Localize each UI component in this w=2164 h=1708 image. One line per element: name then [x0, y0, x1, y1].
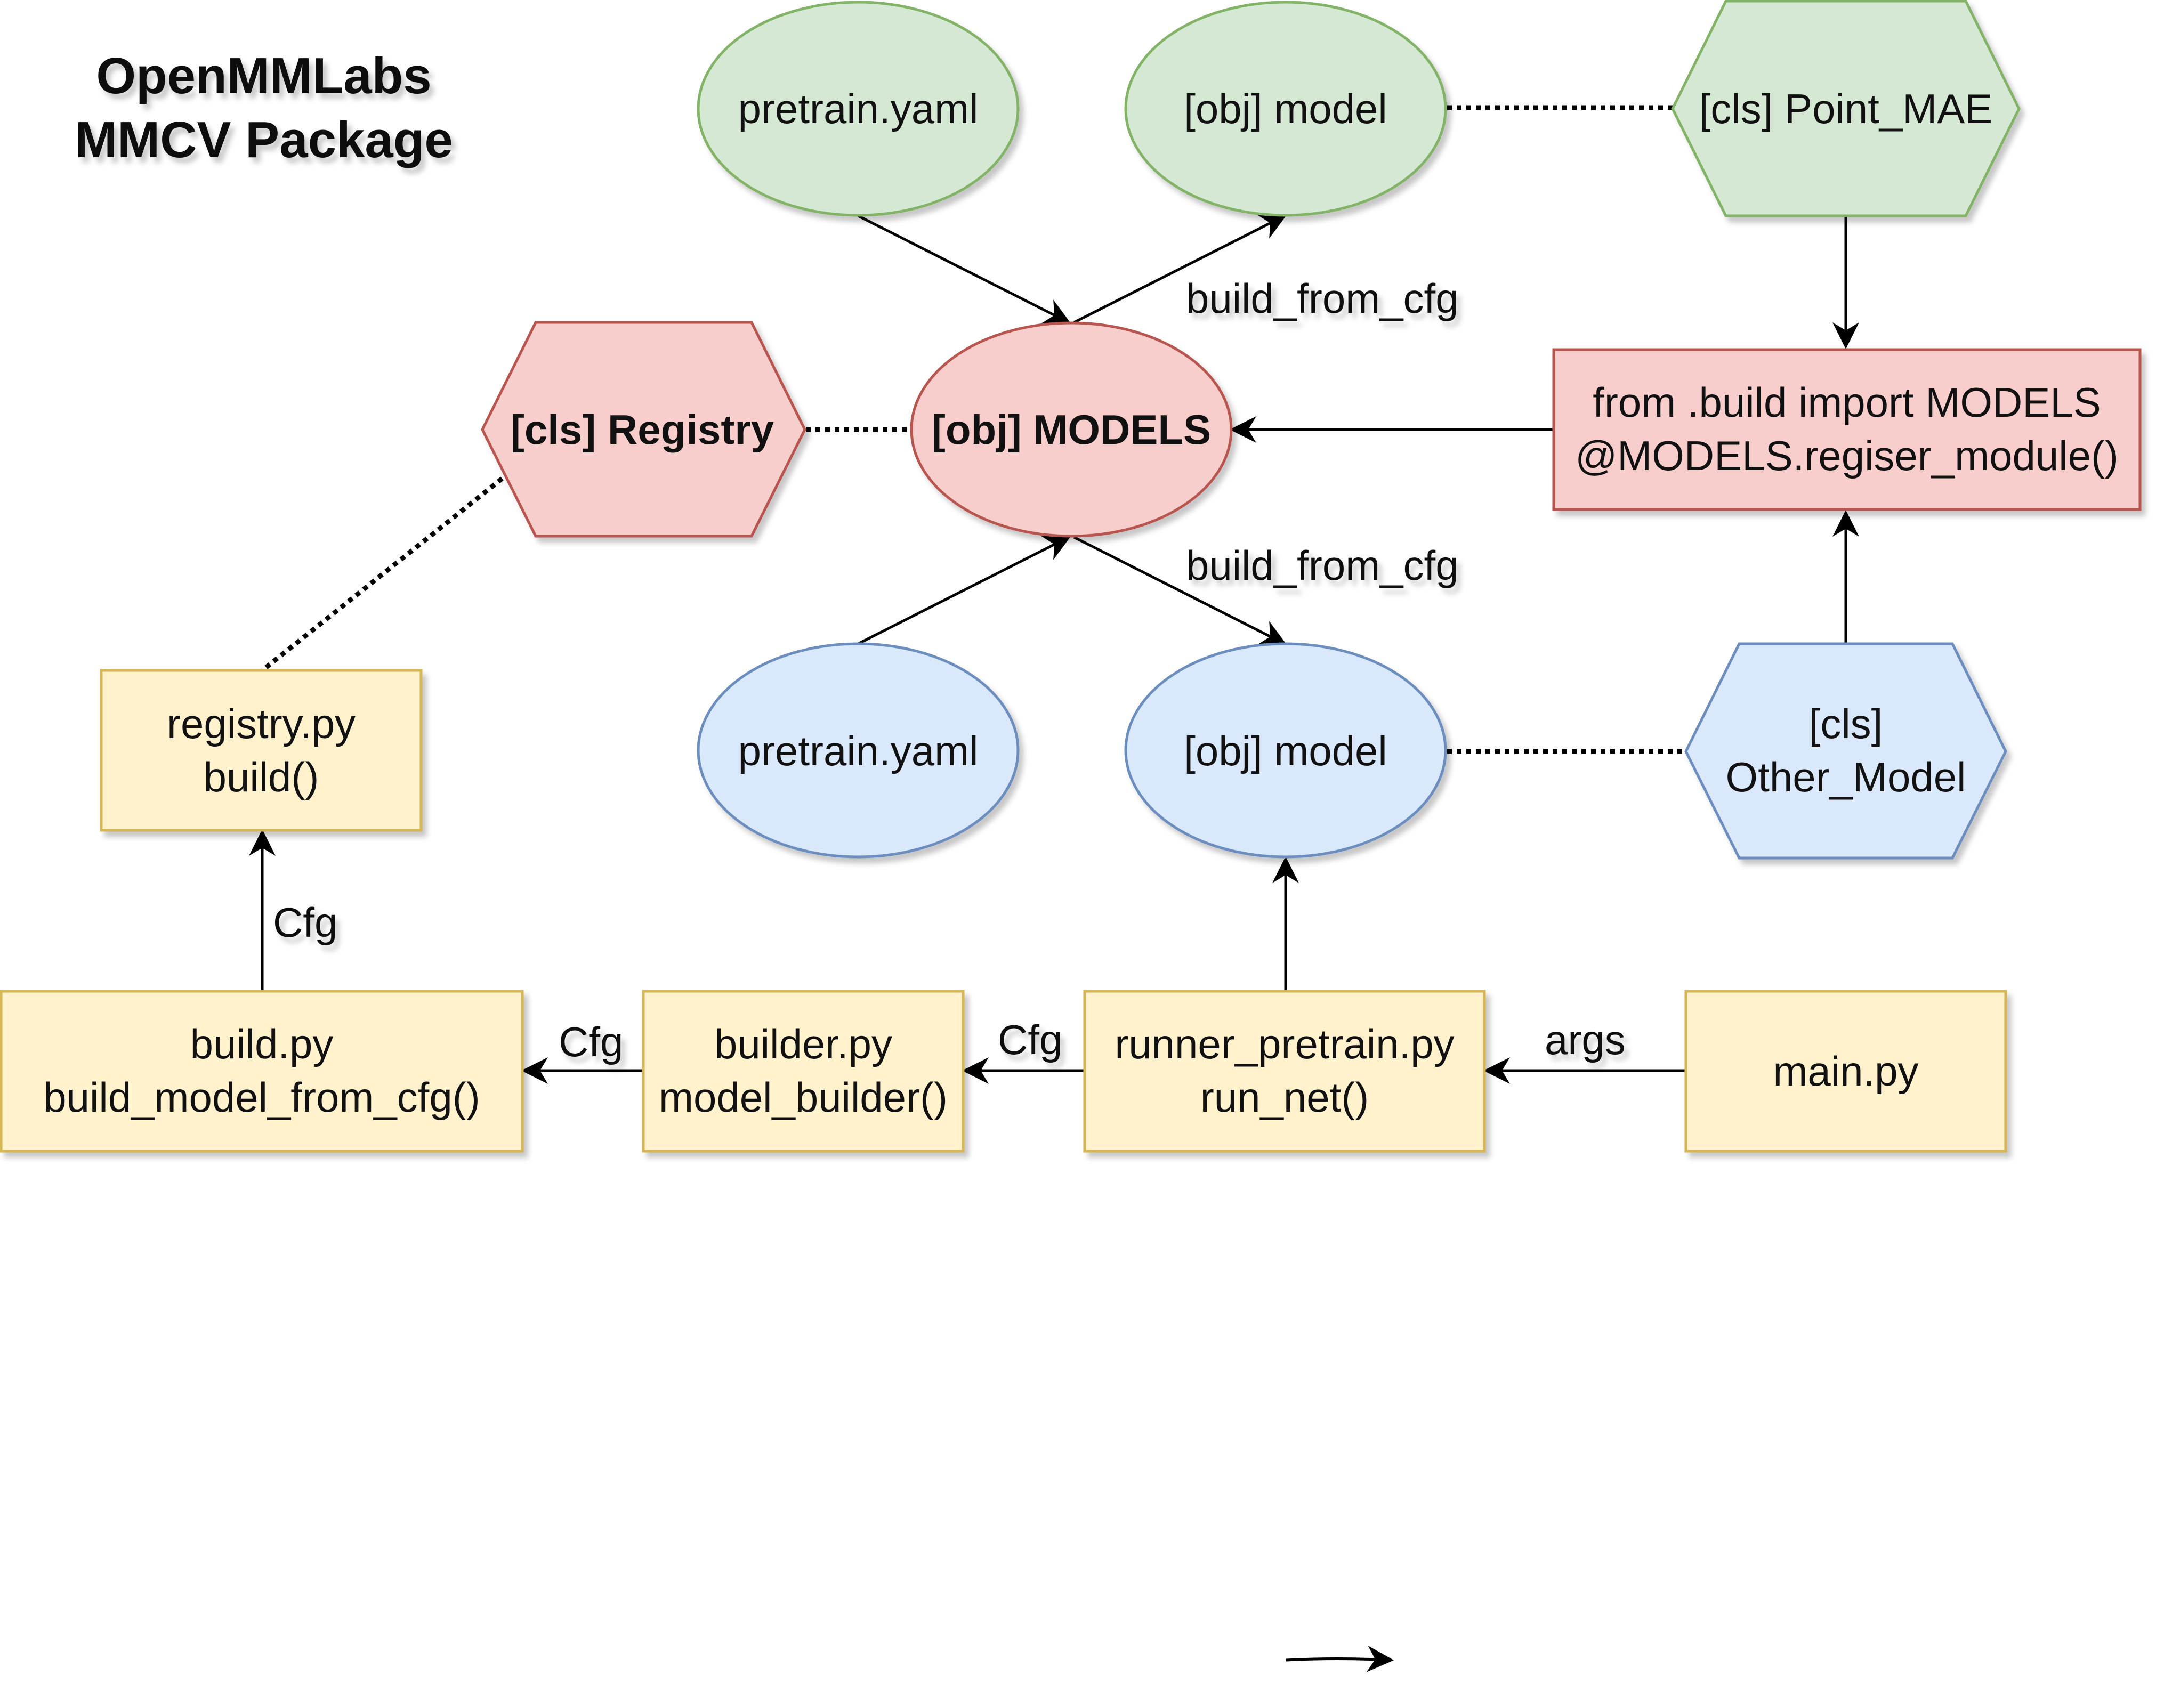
title-line-2: MMCV Package: [75, 111, 453, 168]
edge-label-args: args: [1545, 1016, 1626, 1063]
model-obj-blue-label: [obj] model: [1184, 727, 1387, 774]
pretrain-yaml-green-node[interactable]: [697, 1, 1020, 217]
edges: [249, 214, 1859, 1672]
pretrain-yaml-green-label: pretrain.yaml: [738, 85, 979, 132]
edge-labels: build_from_cfg build_from_cfg Cfg Cfg Cf…: [273, 275, 1626, 1065]
point-mae-cls-node[interactable]: [1671, 0, 2021, 217]
edge-label-cfg-up: Cfg: [273, 899, 337, 946]
model-obj-green-label: [obj] model: [1184, 85, 1387, 132]
edge-label-build-from-cfg-bottom: build_from_cfg: [1186, 542, 1459, 589]
other-model-cls-label-line-2: Other_Model: [1726, 754, 1966, 800]
edge-label-build-from-cfg-top: build_from_cfg: [1186, 275, 1459, 322]
title-line-1: OpenMMLabs: [96, 47, 431, 104]
builder-py-label-line-1: builder.py: [714, 1021, 892, 1067]
registry-py-node[interactable]: [100, 669, 423, 832]
point-mae-cls-label: [cls] Point_MAE: [1699, 85, 1993, 132]
diagram-title: OpenMMLabs MMCV Package: [75, 47, 453, 168]
models-obj-node[interactable]: [910, 321, 1233, 538]
import-models-label-line-2: @MODELS.regiser_module(): [1575, 432, 2119, 479]
dotted-associations: [261, 105, 1687, 754]
import-models-label-line-1: from .build import MODELS: [1593, 379, 2101, 426]
other-model-cls-label-line-1: [cls]: [1809, 700, 1883, 747]
runner-pretrain-py-label-line-1: runner_pretrain.py: [1115, 1021, 1454, 1067]
edge-yaml-blue-to-models: [857, 536, 1071, 645]
edge-label-cfg-builder-to-build: Cfg: [559, 1018, 623, 1065]
other-model-cls-node[interactable]: [1684, 642, 2007, 860]
registry-py-label-line-2: build(): [204, 754, 319, 800]
build-py-node[interactable]: [0, 990, 524, 1153]
models-obj-label: [obj] MODELS: [932, 406, 1211, 453]
main-py-label: main.py: [1773, 1048, 1918, 1095]
dotted-registry-to-registry-py: [261, 476, 504, 673]
model-obj-blue-node[interactable]: [1124, 642, 1447, 859]
registry-cls-node[interactable]: [481, 321, 806, 538]
edge-models-to-model-green: [1073, 214, 1287, 324]
runner-pretrain-py-node[interactable]: [1083, 990, 1486, 1153]
build-py-label-line-2: build_model_from_cfg(): [43, 1074, 480, 1121]
model-obj-green-node[interactable]: [1124, 1, 1447, 217]
build-py-label-line-1: build.py: [190, 1021, 334, 1067]
builder-py-label-line-2: model_builder(): [659, 1074, 948, 1121]
registry-py-label-line-1: registry.py: [167, 700, 356, 747]
builder-py-node[interactable]: [642, 990, 965, 1153]
edge-yaml-green-to-models: [857, 214, 1071, 324]
import-models-node[interactable]: [1552, 348, 2142, 511]
runner-pretrain-py-label-line-2: run_net(): [1200, 1074, 1369, 1121]
pretrain-yaml-blue-label: pretrain.yaml: [738, 727, 979, 774]
edge-models-to-model-blue: [1073, 536, 1287, 645]
pretrain-yaml-blue-node[interactable]: [697, 642, 1020, 859]
main-py-node[interactable]: [1684, 990, 2007, 1153]
registry-cls-label: [cls] Registry: [511, 406, 774, 453]
edge-label-cfg-runner-to-builder: Cfg: [998, 1016, 1062, 1063]
stray-arrow: [1285, 1645, 1394, 1672]
